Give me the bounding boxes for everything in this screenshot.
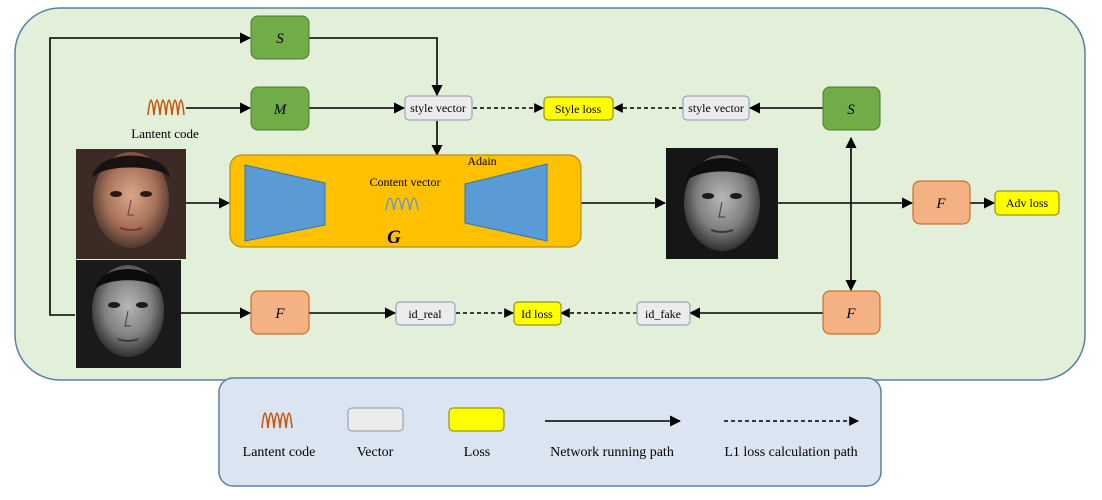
s-top-box: S	[250, 15, 310, 60]
legend-panel	[218, 377, 882, 487]
s-right-box: S	[822, 86, 881, 131]
legend-latent-code-wave-icon	[261, 412, 293, 429]
id-fake-vector: id_fake	[636, 301, 691, 326]
style-loss-label: Style loss	[555, 102, 602, 116]
s-right-label: S	[847, 102, 855, 118]
arrow-face-to-s	[49, 32, 252, 316]
legend-latent-code-label: Lantent code	[243, 445, 316, 460]
legend-loss-label: Loss	[464, 445, 490, 460]
id-loss: Id loss	[513, 301, 562, 326]
legend: Lantent code Vector Loss Network running…	[218, 377, 882, 487]
style-vector-right: style vector	[682, 95, 750, 121]
style-vector-left-label: style vector	[410, 101, 466, 115]
f-left-label: F	[274, 306, 285, 322]
encoder-shape	[244, 164, 326, 242]
legend-vector-swatch	[347, 407, 404, 432]
decoder-shape	[464, 163, 548, 242]
f-right-box: F	[822, 290, 881, 335]
style-vector-left: style vector	[404, 95, 473, 121]
legend-network-path-label: Network running path	[550, 445, 674, 460]
latent-code-wave-icon	[147, 99, 185, 116]
id-real-label: id_real	[408, 307, 442, 321]
legend-vector-label: Vector	[357, 445, 394, 460]
input-face-nir-photo	[76, 260, 181, 368]
legend-loss-swatch	[448, 407, 505, 432]
output-face-photo	[666, 148, 778, 259]
f-right-label: F	[845, 306, 856, 322]
generator-label: G	[387, 227, 401, 248]
arrow-s-to-style-vector	[309, 37, 443, 97]
adv-loss-label: Adv loss	[1006, 196, 1049, 210]
f-adv-label: F	[935, 196, 946, 212]
style-loss: Style loss	[543, 96, 614, 121]
m-label: M	[273, 102, 288, 118]
s-top-label: S	[276, 31, 284, 47]
input-face-photo	[76, 149, 186, 259]
adv-loss: Adv loss	[994, 190, 1060, 216]
l1-paths	[456, 103, 683, 318]
style-vector-right-label: style vector	[688, 101, 744, 115]
latent-code-label: Lantent code	[131, 126, 199, 141]
id-fake-label: id_fake	[645, 307, 681, 321]
id-loss-label: Id loss	[521, 307, 553, 321]
f-adv-box: F	[912, 180, 971, 225]
legend-l1-path-label: L1 loss calculation path	[724, 445, 857, 460]
network-paths	[49, 32, 996, 319]
id-real-vector: id_real	[395, 301, 456, 326]
f-left-box: F	[250, 290, 310, 335]
adain-label: Adain	[467, 154, 496, 168]
content-vector-wave-icon	[385, 197, 419, 211]
content-vector-label: Content vector	[370, 175, 441, 189]
generator-block: Content vector Adain G	[229, 154, 582, 248]
m-box: M	[250, 86, 310, 131]
